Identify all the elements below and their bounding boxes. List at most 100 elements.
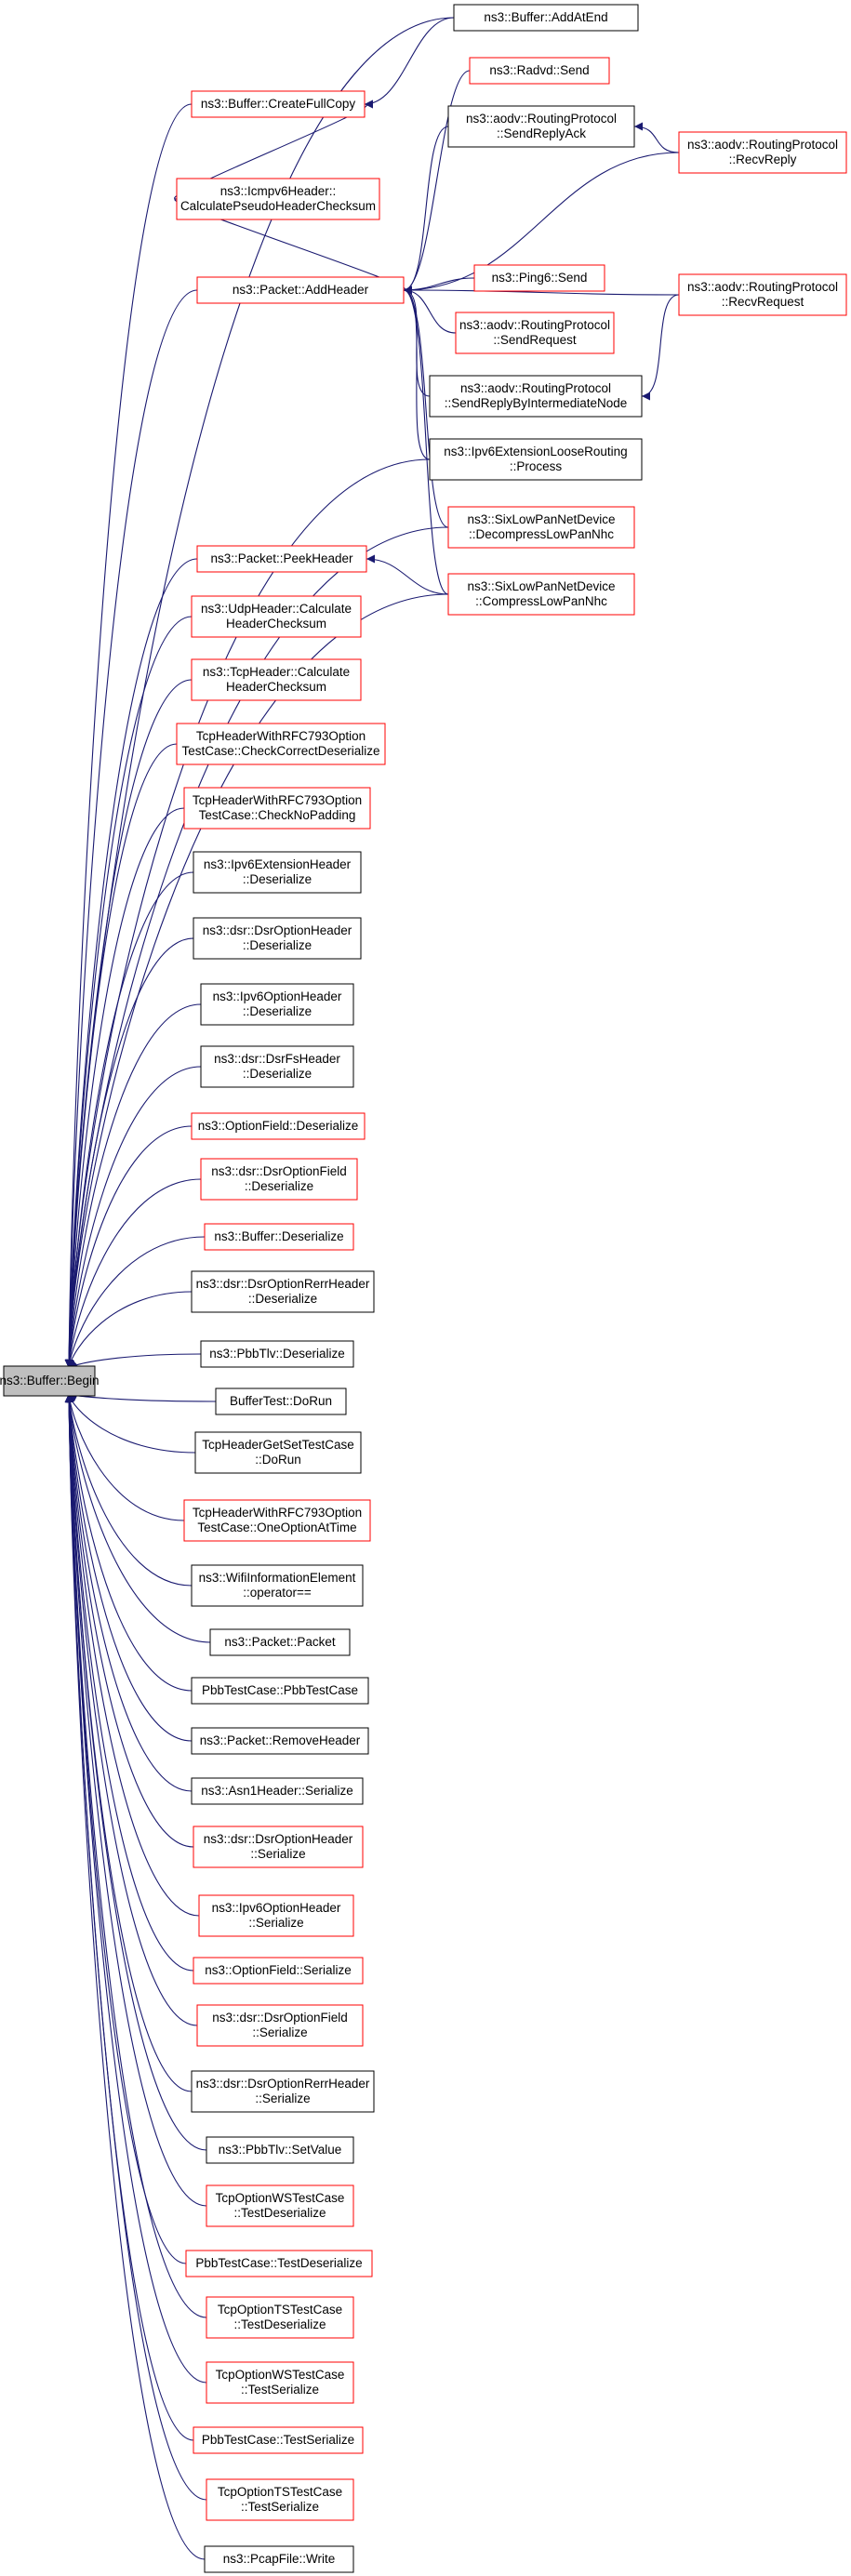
node-wifiinfo[interactable]: ns3::WifiInformationElement::operator==	[191, 1564, 364, 1607]
node-bufdes[interactable]: ns3::Buffer::Deserialize	[204, 1223, 354, 1251]
edges-layer	[64, 17, 680, 2560]
edge-compress-to-begin	[64, 593, 449, 1369]
node-box	[206, 2136, 354, 2164]
node-recvrequest[interactable]: ns3::aodv::RoutingProtocol::RecvRequest	[678, 273, 847, 316]
node-dsroptfieldser[interactable]: ns3::dsr::DsrOptionField::Serialize	[196, 2004, 364, 2047]
node-addatend[interactable]: ns3::Buffer::AddAtEnd	[453, 4, 639, 32]
node-addheader[interactable]: ns3::Packet::AddHeader	[196, 276, 405, 304]
node-label: ::DecompressLowPanNhc	[469, 527, 614, 541]
node-label: ns3::WifiInformationElement	[199, 1571, 356, 1585]
node-label: TcpOptionTSTestCase	[218, 2485, 342, 2499]
node-box	[191, 1564, 364, 1607]
node-box	[206, 2478, 354, 2521]
node-pbbsetvalue[interactable]: ns3::PbbTlv::SetValue	[206, 2136, 354, 2164]
node-asn1[interactable]: ns3::Asn1Header::Serialize	[191, 1777, 364, 1805]
node-box	[3, 1365, 96, 1397]
node-label: ::TestDeserialize	[233, 2317, 326, 2331]
node-box	[204, 1223, 354, 1251]
node-pbbtestdes[interactable]: PbbTestCase::TestDeserialize	[185, 2250, 373, 2277]
node-label: ::Deserialize	[243, 1067, 312, 1081]
node-sendreplyinter[interactable]: ns3::aodv::RoutingProtocol::SendReplyByI…	[429, 375, 643, 418]
node-optfieldser[interactable]: ns3::OptionField::Serialize	[193, 1957, 364, 1985]
edge-pcapwrite-to-begin	[64, 1393, 206, 2560]
node-label: ns3::PbbTlv::SetValue	[219, 2143, 342, 2157]
node-pbbtlvdes[interactable]: ns3::PbbTlv::Deserialize	[200, 1340, 354, 1368]
node-ipv6ext[interactable]: ns3::Ipv6ExtensionHeader::Deserialize	[193, 851, 362, 894]
node-wstestdes[interactable]: TcpOptionWSTestCase::TestDeserialize	[206, 2184, 354, 2227]
node-label: ns3::SixLowPanNetDevice	[467, 579, 615, 593]
node-box	[191, 595, 362, 638]
node-box	[193, 2426, 364, 2454]
node-label: ns3::aodv::RoutingProtocol	[687, 138, 838, 152]
node-compress[interactable]: ns3::SixLowPanNetDevice::CompressLowPanN…	[447, 573, 635, 616]
node-box	[209, 1628, 351, 1656]
node-ipv6looserouting[interactable]: ns3::Ipv6ExtensionLooseRouting::Process	[429, 438, 643, 481]
node-ping6[interactable]: ns3::Ping6::Send	[473, 264, 605, 292]
node-createfullcopy[interactable]: ns3::Buffer::CreateFullCopy	[191, 90, 366, 118]
node-box	[191, 1727, 369, 1755]
node-removeheader[interactable]: ns3::Packet::RemoveHeader	[191, 1727, 369, 1755]
edge-ipv6opt-to-begin	[64, 1003, 202, 1369]
node-label: ::Deserialize	[243, 1004, 312, 1018]
node-radvd[interactable]: ns3::Radvd::Send	[469, 57, 610, 85]
node-icmpv6[interactable]: ns3::Icmpv6Header::CalculatePseudoHeader…	[176, 178, 380, 220]
node-wstestser[interactable]: TcpOptionWSTestCase::TestSerialize	[206, 2361, 354, 2404]
nodes-layer: ns3::Buffer::Begin ns3::Buffer::AddAtEndn…	[0, 4, 847, 2573]
node-begin[interactable]: ns3::Buffer::Begin	[0, 1365, 100, 1397]
edge-dsroptfield-to-begin	[65, 1178, 202, 1369]
node-ipv6opt[interactable]: ns3::Ipv6OptionHeader::Deserialize	[200, 983, 354, 1026]
edge-pbbtestcase-to-begin	[64, 1393, 193, 1692]
node-recvreply[interactable]: ns3::aodv::RoutingProtocol::RecvReply	[678, 131, 847, 174]
node-optfielddes[interactable]: ns3::OptionField::Deserialize	[191, 1112, 366, 1140]
node-label: ::TestDeserialize	[233, 2206, 326, 2220]
node-rfc793nopad[interactable]: TcpHeaderWithRFC793OptionTestCase::Check…	[183, 787, 371, 830]
node-rfc793one[interactable]: TcpHeaderWithRFC793OptionTestCase::OneOp…	[183, 1499, 371, 1542]
edge-compress-to-addheader	[403, 285, 449, 595]
node-box	[200, 1045, 354, 1088]
edge-dsroptfieldser-to-begin	[64, 1393, 198, 2026]
edge-rfc793check-to-begin	[64, 743, 178, 1369]
node-label: ns3::dsr::DsrOptionField	[212, 2011, 348, 2025]
node-dsrrerrser[interactable]: ns3::dsr::DsrOptionRerrHeader::Serialize	[191, 2070, 375, 2113]
node-box	[193, 1826, 364, 1868]
node-tstestser[interactable]: TcpOptionTSTestCase::TestSerialize	[206, 2478, 354, 2521]
node-box	[193, 851, 362, 894]
node-box	[455, 312, 615, 354]
node-dsroptser[interactable]: ns3::dsr::DsrOptionHeader::Serialize	[193, 1826, 364, 1868]
node-peekheader[interactable]: ns3::Packet::PeekHeader	[196, 545, 367, 573]
node-dsrfs[interactable]: ns3::dsr::DsrFsHeader::Deserialize	[200, 1045, 354, 1088]
node-label: ns3::Buffer::Deserialize	[214, 1229, 343, 1243]
node-label: ns3::Icmpv6Header::	[220, 184, 337, 198]
node-tcpgetset[interactable]: TcpHeaderGetSetTestCase::DoRun	[194, 1431, 362, 1474]
node-ipv6optser[interactable]: ns3::Ipv6OptionHeader::Serialize	[198, 1894, 354, 1937]
node-sendreplyack[interactable]: ns3::aodv::RoutingProtocol::SendReplyAck	[447, 105, 635, 148]
node-dsroptfield[interactable]: ns3::dsr::DsrOptionField::Deserialize	[200, 1158, 358, 1201]
edge-rfc793nopad-to-begin	[64, 807, 185, 1369]
node-label: ns3::Packet::AddHeader	[233, 283, 369, 297]
node-decompress[interactable]: ns3::SixLowPanNetDevice::DecompressLowPa…	[447, 506, 635, 549]
node-label: CalculatePseudoHeaderChecksum	[180, 199, 376, 213]
node-box	[206, 2296, 354, 2339]
node-buftest[interactable]: BufferTest::DoRun	[215, 1388, 347, 1415]
node-pbbtestser[interactable]: PbbTestCase::TestSerialize	[193, 2426, 364, 2454]
node-label: ::Serialize	[250, 1847, 305, 1861]
edge-recvreply-to-sendreplyack	[633, 122, 680, 153]
node-sendrequest[interactable]: ns3::aodv::RoutingProtocol::SendRequest	[455, 312, 615, 354]
node-dsroptheader[interactable]: ns3::dsr::DsrOptionHeader::Deserialize	[193, 917, 362, 960]
node-label: ns3::dsr::DsrOptionHeader	[203, 923, 352, 937]
node-tstestdes[interactable]: TcpOptionTSTestCase::TestDeserialize	[206, 2296, 354, 2339]
edge-removeheader-to-begin	[64, 1393, 193, 1742]
node-label: ::Serialize	[252, 2025, 307, 2039]
node-box	[183, 787, 371, 830]
node-box	[196, 545, 367, 573]
node-box	[193, 1957, 364, 1985]
node-rfc793check[interactable]: TcpHeaderWithRFC793OptionTestCase::Check…	[176, 723, 386, 765]
node-dsrrerr[interactable]: ns3::dsr::DsrOptionRerrHeader::Deseriali…	[191, 1270, 375, 1313]
node-pbbtestcase[interactable]: PbbTestCase::PbbTestCase	[191, 1677, 369, 1705]
node-pcapwrite[interactable]: ns3::PcapFile::Write	[204, 2545, 354, 2573]
edge-tstestser-to-begin	[64, 1393, 207, 2501]
node-packet[interactable]: ns3::Packet::Packet	[209, 1628, 351, 1656]
node-label: ::DoRun	[255, 1453, 301, 1467]
